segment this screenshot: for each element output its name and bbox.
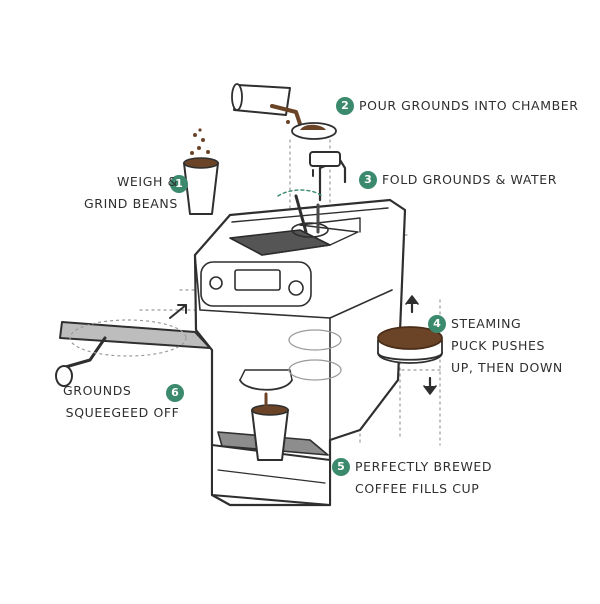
step-3-badge: 3 — [359, 171, 377, 189]
step-6-line-2: SQUEEGEED OFF — [65, 405, 180, 420]
step-4-line-2: PUCK PUSHES — [451, 338, 546, 353]
step-5-line-2: COFFEE FILLS CUP — [355, 481, 480, 496]
step-2-label: POUR GROUNDS INTO CHAMBER — [359, 95, 579, 117]
grounds-jar-icon — [231, 83, 337, 140]
step-5-label: PERFECTLY BREWED COFFEE FILLS CUP — [355, 456, 492, 500]
water-faucet-icon — [277, 151, 347, 234]
step-4-line-3: UP, THEN DOWN — [451, 360, 563, 375]
step-1-line-1: WEIGH & — [116, 174, 178, 189]
step-3-line-1: FOLD GROUNDS & WATER — [382, 172, 558, 187]
step-2-badge: 2 — [336, 97, 354, 115]
step-2-line-1: POUR GROUNDS INTO CHAMBER — [359, 98, 579, 113]
step-1-line-2: GRIND BEANS — [84, 196, 178, 211]
coffee-mug — [251, 392, 289, 461]
coffee-puck-icon — [377, 295, 443, 395]
step-4-line-1: STEAMING — [451, 316, 522, 331]
step-6-badge: 6 — [166, 384, 184, 402]
squeegee-arm-icon — [55, 304, 211, 387]
step-1-badge: 1 — [170, 175, 188, 193]
step-6-line-1: GROUNDS — [63, 383, 132, 398]
step-5-badge: 5 — [332, 458, 350, 476]
step-5-line-1: PERFECTLY BREWED — [355, 459, 493, 474]
step-4-label: STEAMING PUCK PUSHES UP, THEN DOWN — [451, 313, 563, 379]
step-3-label: FOLD GROUNDS & WATER — [382, 169, 557, 191]
step-1-label: WEIGH & GRIND BEANS — [84, 171, 178, 215]
step-4-badge: 4 — [428, 315, 446, 333]
step-6-label: GROUNDS SQUEEGEED OFF — [63, 380, 179, 424]
bean-cup-icon — [183, 128, 219, 215]
